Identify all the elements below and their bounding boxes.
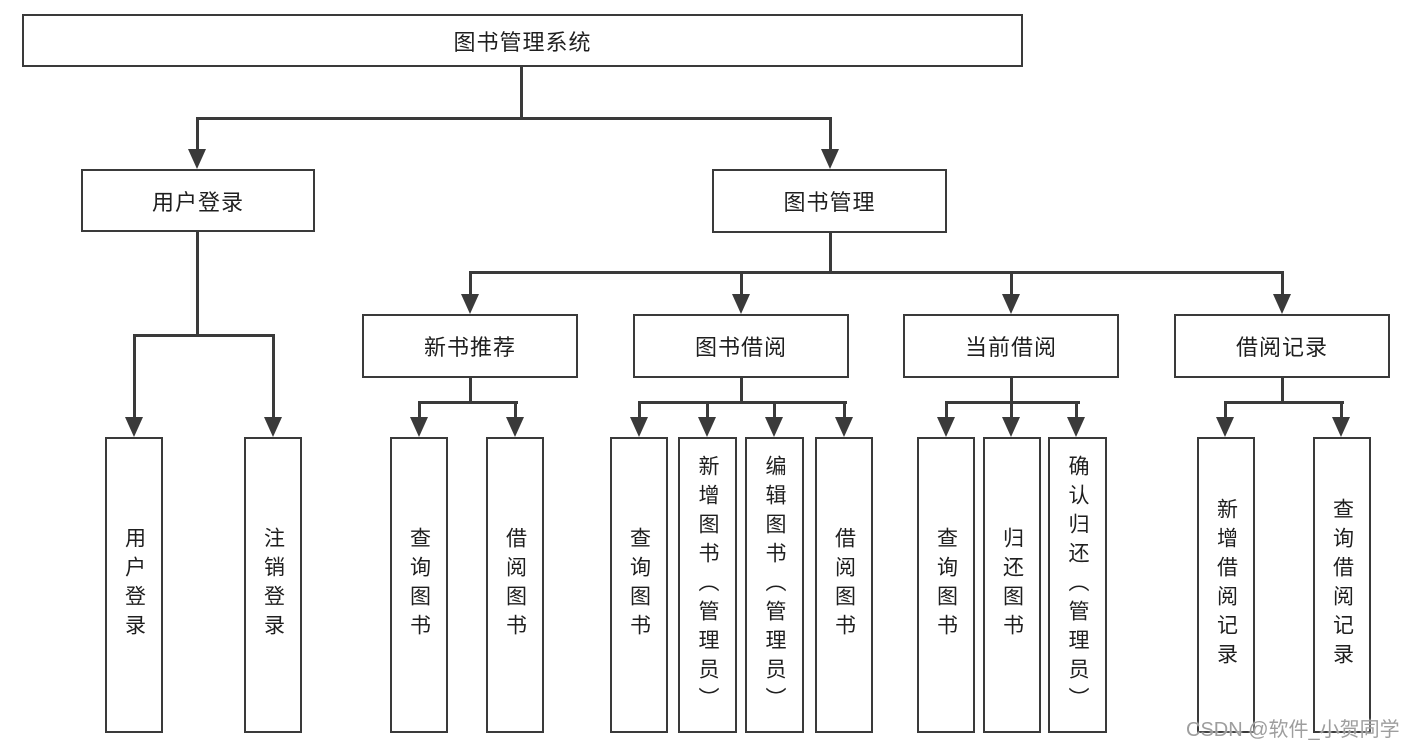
arrow-down-icon (125, 417, 143, 437)
connector-borrow-record-branch (1224, 401, 1344, 404)
leaf-edit-book-admin: 编辑图书（管理员） (745, 437, 804, 733)
leaf-return-book: 归还图书 (983, 437, 1041, 733)
arrow-down-icon (1273, 294, 1291, 314)
arrow-down-icon (835, 417, 853, 437)
connector-borrow-record-stem (1281, 377, 1284, 403)
node-book-management: 图书管理 (712, 169, 947, 233)
connector-leaf-stem (945, 401, 948, 419)
arrow-down-icon (765, 417, 783, 437)
connector-leaf-stem (1224, 401, 1227, 419)
arrow-down-icon (461, 294, 479, 314)
leaf-confirm-return-admin: 确认归还（管理员） (1048, 437, 1107, 733)
arrow-down-icon (410, 417, 428, 437)
node-user-login: 用户登录 (81, 169, 315, 232)
connector-to-book-management (829, 117, 832, 151)
connector-root-branch (196, 117, 832, 120)
arrow-down-icon (732, 294, 750, 314)
connector-new-book-stem (469, 377, 472, 403)
connector-to-current-borrow (1010, 271, 1013, 296)
leaf-query-borrow-record: 查询借阅记录 (1313, 437, 1371, 733)
connector-new-book-branch (418, 401, 518, 404)
connector-leaf-stem (773, 401, 776, 419)
connector-current-borrow-stem (1010, 377, 1013, 403)
connector-user-login-stem (196, 231, 199, 335)
arrow-down-icon (188, 149, 206, 169)
leaf-borrow-book-1: 借阅图书 (486, 437, 544, 733)
connector-leaf-stem (843, 401, 846, 419)
connector-to-user-login (196, 117, 199, 151)
connector-leaf-stem (1075, 401, 1078, 419)
connector-leaf-stem (706, 401, 709, 419)
connector-leaf-stem (418, 401, 421, 419)
arrow-down-icon (1002, 417, 1020, 437)
arrow-down-icon (506, 417, 524, 437)
arrow-down-icon (1067, 417, 1085, 437)
node-new-book-recommend: 新书推荐 (362, 314, 578, 378)
leaf-query-book-1: 查询图书 (390, 437, 448, 733)
arrow-down-icon (630, 417, 648, 437)
leaf-query-book-2: 查询图书 (610, 437, 668, 733)
connector-to-new-book (469, 271, 472, 296)
arrow-down-icon (264, 417, 282, 437)
arrow-down-icon (1332, 417, 1350, 437)
leaf-add-borrow-record: 新增借阅记录 (1197, 437, 1255, 733)
node-book-borrow: 图书借阅 (633, 314, 849, 378)
leaf-user-login: 用户登录 (105, 437, 163, 733)
connector-leaf-stem (1340, 401, 1343, 419)
connector-leaf-stem (1010, 401, 1013, 419)
csdn-watermark: CSDN @软件_小贺同学 (1186, 719, 1400, 741)
connector-user-login-branch (133, 334, 275, 337)
node-current-borrow: 当前借阅 (903, 314, 1119, 378)
connector-to-book-borrow (740, 271, 743, 296)
connector-to-borrow-record (1281, 271, 1284, 296)
connector-root-stem (520, 66, 523, 119)
arrow-down-icon (698, 417, 716, 437)
arrow-down-icon (1002, 294, 1020, 314)
connector-book-management-branch (469, 271, 1284, 274)
leaf-query-book-3: 查询图书 (917, 437, 975, 733)
leaf-logout: 注销登录 (244, 437, 302, 733)
node-root: 图书管理系统 (22, 14, 1023, 67)
arrow-down-icon (1216, 417, 1234, 437)
leaf-add-book-admin: 新增图书（管理员） (678, 437, 737, 733)
connector-to-leaf-login (133, 334, 136, 419)
connector-book-borrow-stem (740, 377, 743, 403)
connector-leaf-stem (638, 401, 641, 419)
connector-book-borrow-branch (638, 401, 847, 404)
arrow-down-icon (937, 417, 955, 437)
arrow-down-icon (821, 149, 839, 169)
connector-to-leaf-logout (272, 334, 275, 419)
connector-leaf-stem (514, 401, 517, 419)
leaf-borrow-book-2: 借阅图书 (815, 437, 873, 733)
node-borrow-record: 借阅记录 (1174, 314, 1390, 378)
connector-book-management-stem (829, 232, 832, 273)
